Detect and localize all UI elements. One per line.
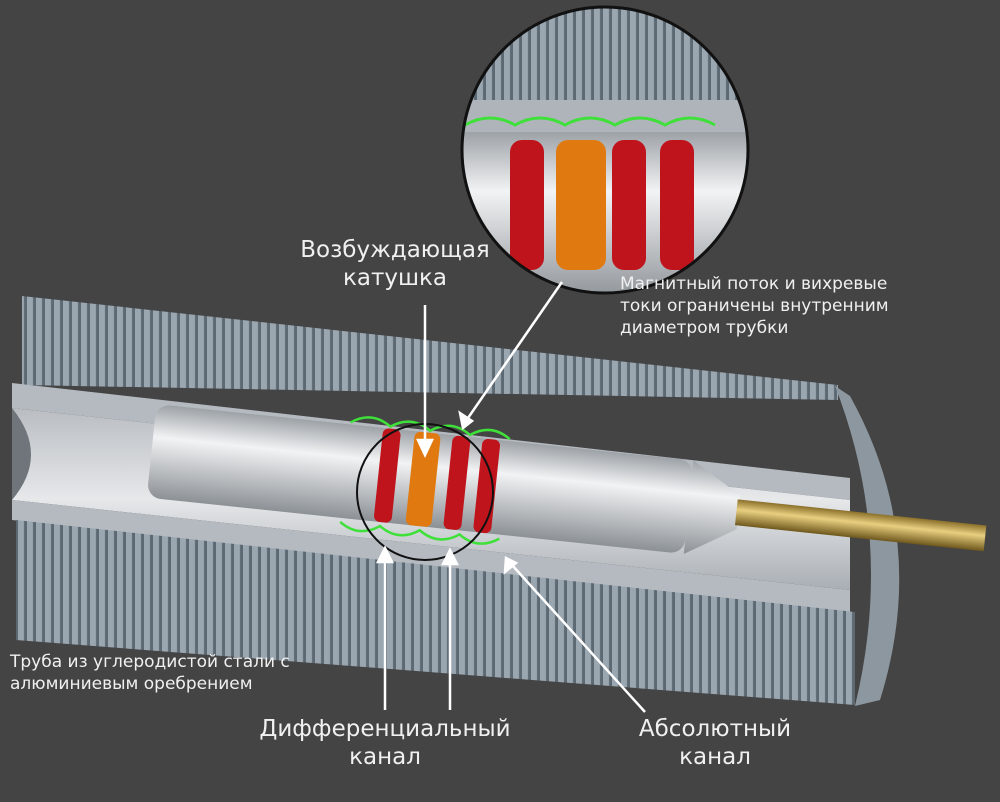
- tube-label: Труба из углеродистой стали с алюминиевы…: [10, 651, 290, 695]
- label-line: Дифференциальный: [259, 716, 511, 742]
- label-line: диаметром трубки: [620, 318, 789, 339]
- coils: [374, 428, 501, 534]
- label-line: катушка: [342, 264, 448, 291]
- probe: [148, 405, 987, 554]
- label-line: Абсолютный: [638, 716, 792, 742]
- tube-end-cap: [835, 386, 900, 706]
- leader-lines: [375, 281, 646, 713]
- probe-nose: [683, 460, 741, 554]
- bore-opening: [12, 408, 31, 500]
- label-line: токи ограничены внутренним: [620, 296, 889, 317]
- label-line: Возбуждающая: [300, 237, 490, 263]
- label-line: канал: [349, 743, 421, 770]
- flux-note-label: Магнитный поток и вихревые токи ограниче…: [620, 273, 889, 339]
- field-lines-top: [350, 416, 511, 441]
- label-line: Труба из углеродистой стали с: [10, 652, 290, 672]
- lower-wall: [12, 500, 850, 612]
- magnified-inset-border: [460, 5, 750, 295]
- connector-rod: [735, 499, 987, 552]
- differential-channel-label: Дифференциальный канал: [230, 716, 540, 771]
- excitation-coil-label: Возбуждающая катушка: [270, 237, 520, 292]
- absolute-channel-label: Абсолютный канал: [610, 716, 820, 771]
- lower-fins: [16, 520, 855, 705]
- magnified-inset: [462, 7, 748, 293]
- label-line: канал: [679, 743, 751, 770]
- label-line: алюминиевым оребрением: [10, 674, 253, 695]
- label-line: Магнитный поток и вихревые: [620, 274, 888, 294]
- upper-fins: [22, 296, 838, 400]
